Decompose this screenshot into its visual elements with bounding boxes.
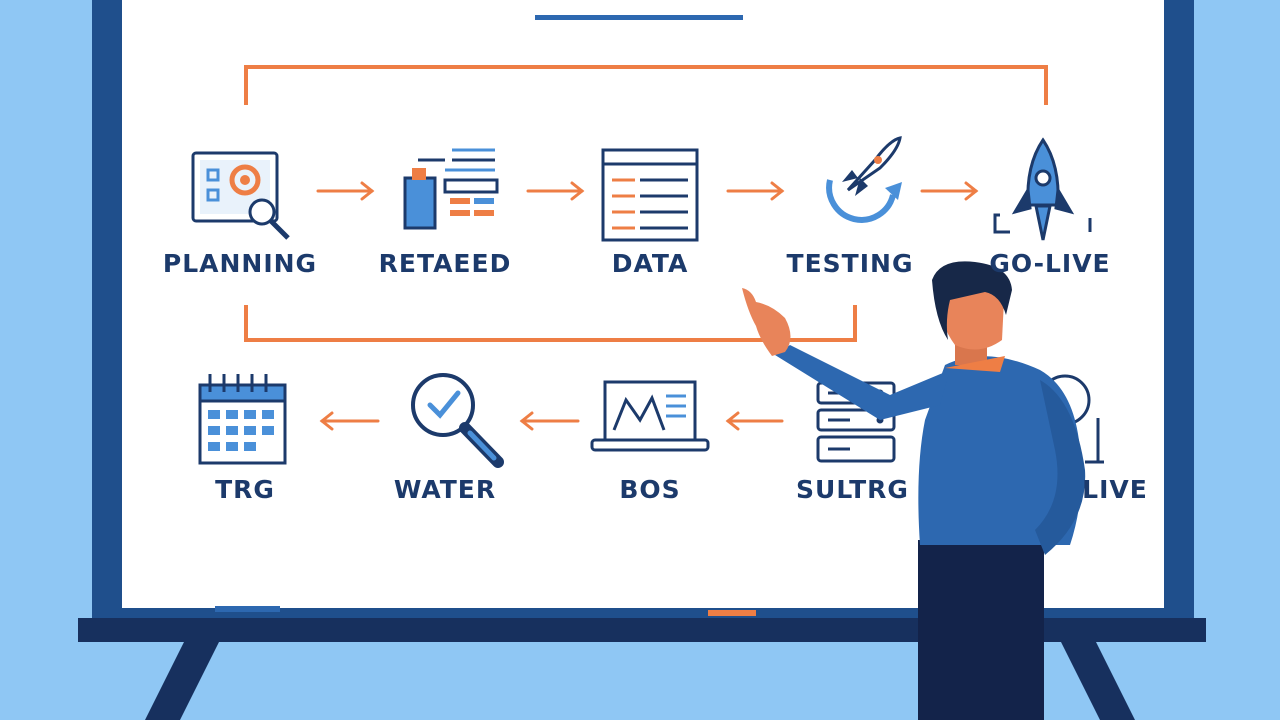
arrows (316, 181, 979, 431)
arrow-left-1 (319, 411, 380, 431)
hair (932, 261, 1012, 340)
connectors (244, 65, 1048, 342)
rocket-launch-icon (993, 137, 1092, 241)
arrow-left-3 (725, 411, 784, 431)
arrow-right-4 (920, 181, 979, 201)
step-label-live: LIVE (1082, 475, 1148, 504)
raised-arm (775, 345, 950, 420)
rocket-refresh-icon (826, 136, 902, 223)
arrow-right-1 (316, 181, 375, 201)
step-label-water: WATER (393, 475, 497, 504)
spreadsheet-icon (601, 148, 699, 242)
calendar-icon (198, 374, 287, 465)
step-label-planning: PLANNING (162, 249, 318, 278)
arrow-left-2 (519, 411, 580, 431)
marker-orange (708, 610, 756, 616)
magnifier-check-icon (411, 373, 504, 468)
pants (918, 540, 1044, 720)
step-label-testing: TESTING (786, 249, 914, 278)
right-arm (1035, 380, 1086, 555)
whiteboard (92, 0, 1194, 618)
collar (945, 356, 1005, 372)
planning-gear-magnifier-icon (191, 151, 290, 240)
shirt (918, 356, 1082, 545)
arrow-right-3 (726, 181, 785, 201)
arrow-right-2 (526, 181, 585, 201)
step-label-data: DATA (611, 249, 689, 278)
laptop-chart-icon (590, 380, 710, 452)
step-label-sultrg: SULTRG (796, 475, 909, 504)
step-label-go-live: GO-LIVE (989, 249, 1111, 278)
step-label-bos: BOS (619, 475, 681, 504)
presenter (742, 261, 1086, 720)
step-label-trg: TRG (215, 475, 275, 504)
hand (742, 288, 791, 356)
marker-blue (215, 606, 280, 612)
document-list-icon (403, 148, 499, 230)
step-label-retaeed: RETAEED (378, 249, 512, 278)
